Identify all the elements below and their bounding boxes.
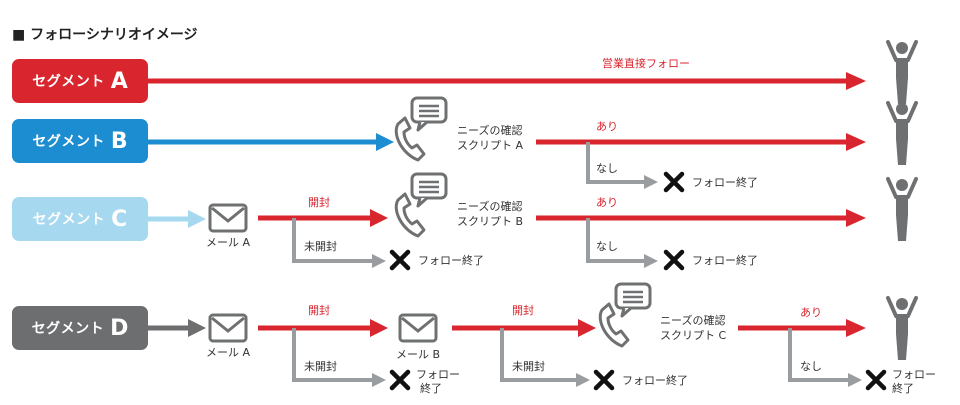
arrow-icon [846, 133, 866, 151]
arrow-b-no [586, 142, 644, 184]
arrow-icon [644, 175, 658, 189]
segment-a-label: セグメント [32, 74, 105, 90]
script-b-line2: スクリプト B [457, 215, 523, 228]
c-yes-label: あり [596, 196, 618, 209]
d-end-line1: フォロー [416, 368, 460, 381]
arrow-d-unopened [292, 328, 372, 382]
segment-d-letter: D [110, 315, 129, 341]
segment-c-box: セグメント C [12, 197, 148, 241]
arrow-icon [576, 373, 590, 387]
b-end-label: フォロー終了 [692, 175, 758, 189]
arrow-icon [188, 319, 206, 337]
c-end2-label: フォロー終了 [692, 253, 758, 267]
segment-b-label: セグメント [32, 134, 105, 150]
d-end-line2: 終了 [420, 381, 442, 395]
arrow-icon [376, 133, 394, 151]
segment-d-label: セグメント [31, 321, 105, 337]
segment-d-box: セグメント D [12, 306, 148, 350]
segment-a-box: セグメント A [12, 59, 148, 103]
b-no-label: なし [596, 162, 618, 175]
d-end2-label: フォロー終了 [622, 373, 688, 387]
segment-a-letter: A [110, 68, 128, 94]
arrow-icon [846, 209, 866, 227]
arrow-icon [846, 72, 866, 90]
segment-b-box: セグメント B [12, 119, 148, 163]
c-unopened-label: 未開封 [304, 239, 337, 253]
script-c-line1: ニーズの確認 [660, 313, 725, 327]
c-no-label: なし [596, 240, 618, 253]
d-mail-a-label: メール A [206, 346, 250, 359]
d-yes-label: あり [800, 306, 822, 319]
script-a-line2: スクリプト A [457, 139, 523, 152]
arrow-d-mailb-unopened [500, 328, 576, 382]
segment-b-letter: B [110, 128, 128, 154]
d-no-label: なし [800, 360, 822, 373]
segment-c-letter: C [111, 206, 128, 232]
d-mail-b-label: メール B [396, 348, 440, 361]
d-unopened-label: 未開封 [304, 359, 337, 373]
arrow-icon [188, 210, 206, 228]
arrow-c-unopened [292, 218, 372, 263]
d-end3-line2: 終了 [892, 381, 914, 395]
d-opened-label: 開封 [308, 303, 330, 317]
d-end3-line1: フォロー [892, 368, 936, 381]
direct-follow-label: 営業直接フォロー [602, 56, 690, 70]
arrow-icon [578, 319, 596, 337]
script-b-line1: ニーズの確認 [457, 199, 522, 213]
d-mailb-unopened-label: 未開封 [512, 359, 545, 373]
arrow-icon [372, 254, 386, 268]
arrow-icon [846, 319, 866, 337]
arrow-icon [370, 209, 388, 227]
script-c-line2: スクリプト C [660, 329, 726, 342]
arrow-icon [644, 254, 658, 268]
segment-c-label: セグメント [32, 212, 106, 228]
script-a-line1: ニーズの確認 [457, 123, 522, 137]
b-yes-label: あり [596, 120, 618, 133]
arrow-d-no [788, 328, 848, 382]
page-title: ■ フォローシナリオイメージ [12, 27, 198, 43]
c-mail-a-label: メール A [206, 236, 250, 249]
d-mailb-opened-label: 開封 [512, 303, 534, 317]
arrow-icon [372, 373, 386, 387]
arrow-icon [848, 373, 862, 387]
arrow-icon [370, 319, 388, 337]
arrow-c-no [586, 218, 644, 263]
c-end-label: フォロー終了 [418, 253, 484, 267]
c-opened-label: 開封 [308, 195, 330, 209]
